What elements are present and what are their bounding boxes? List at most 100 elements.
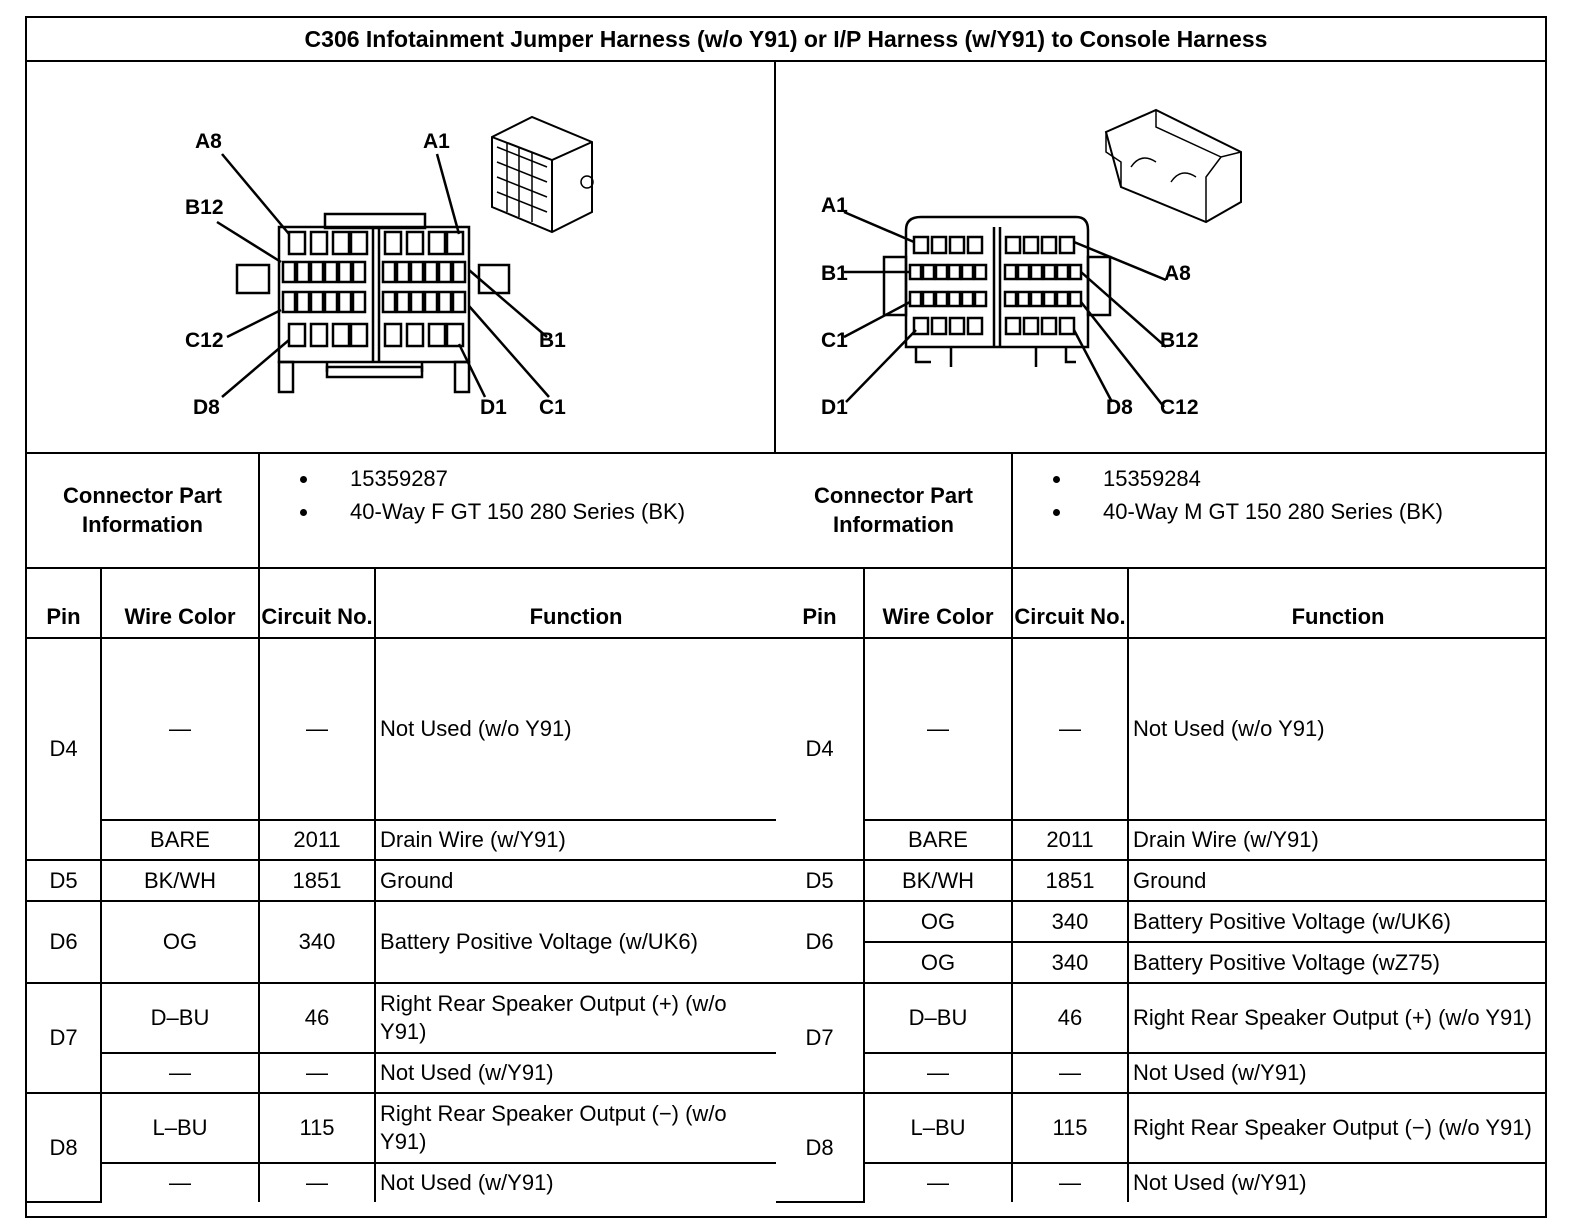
wire-color-cell: BK/WH — [862, 859, 1014, 902]
wire-color-cell: D–BU — [862, 982, 1014, 1054]
part-info-row: Connector Part Information 15359284 40-W… — [776, 452, 1548, 569]
table-row: D4 — — Not Used (w/o Y91) — [27, 637, 777, 861]
table-row: D7 D–BU 46 Right Rear Speaker Output (+)… — [27, 982, 777, 1094]
part-info-row: Connector Part Information 15359287 40-W… — [27, 452, 777, 569]
circuit-cell: — — [1011, 1052, 1130, 1094]
function-cell: Battery Positive Voltage (wZ75) — [1127, 941, 1548, 984]
header-circuit: Circuit No. — [1011, 567, 1130, 639]
part-info-label: Connector Part Information — [27, 452, 261, 569]
function-cell: Drain Wire (w/Y91) — [1127, 819, 1548, 861]
circuit-cell: 115 — [258, 1092, 377, 1164]
circuit-cell: 115 — [1011, 1092, 1130, 1164]
table-row: BARE 2011 Drain Wire (w/Y91) — [27, 819, 777, 861]
table-row: — — Not Used (w/Y91) — [776, 1052, 1548, 1094]
part-description: 40-Way M GT 150 280 Series (BK) — [1073, 495, 1547, 528]
table-row: D8 L–BU 115 Right Rear Speaker Output (−… — [27, 1092, 777, 1203]
part-info-values: 15359287 40-Way F GT 150 280 Series (BK) — [258, 452, 777, 569]
wire-color-cell: — — [864, 1052, 1014, 1094]
wire-color-cell: D–BU — [99, 982, 261, 1054]
wire-color-cell: OG — [99, 900, 261, 984]
part-description: 40-Way F GT 150 280 Series (BK) — [320, 495, 776, 528]
header-row: Pin Wire Color Circuit No. Function — [27, 567, 777, 639]
callout-a8: A8 — [1164, 262, 1191, 285]
circuit-cell: 1851 — [1011, 859, 1130, 902]
wire-color-cell: BARE — [101, 819, 261, 861]
table-row: — — Not Used (w/Y91) — [776, 1162, 1548, 1202]
wire-color-cell: — — [864, 1162, 1014, 1202]
table-row: D6 OG 340 Battery Positive Voltage (w/UK… — [27, 900, 777, 984]
header-row: Pin Wire Color Circuit No. Function — [776, 567, 1548, 639]
callout-b1: B1 — [539, 329, 566, 352]
circuit-cell: — — [1011, 637, 1130, 821]
function-cell: Ground — [1127, 859, 1548, 902]
pin-cell: D7 — [776, 982, 865, 1094]
pin-cell: D4 — [27, 637, 102, 861]
pin-cell: D8 — [27, 1092, 102, 1203]
part-number: 15359287 — [320, 462, 776, 495]
circuit-cell: 46 — [258, 982, 377, 1054]
circuit-cell: — — [258, 637, 377, 821]
callout-c12: C12 — [1160, 396, 1199, 419]
callout-c1: C1 — [539, 396, 566, 419]
function-cell: Right Rear Speaker Output (+) (w/o Y91) — [1127, 982, 1548, 1054]
left-connector-diagram: A8 B12 C12 D8 A1 B1 C1 D1 — [27, 62, 776, 452]
table-row: D6 OG 340 Battery Positive Voltage (w/UK… — [776, 900, 1548, 984]
callout-b12: B12 — [185, 196, 224, 219]
table-row: OG 340 Battery Positive Voltage (wZ75) — [776, 941, 1548, 984]
header-pin: Pin — [776, 567, 865, 639]
header-pin: Pin — [27, 567, 102, 639]
pin-cell: D7 — [27, 982, 102, 1094]
circuit-cell: 46 — [1011, 982, 1130, 1054]
circuit-cell: 340 — [258, 900, 377, 984]
wire-color-cell: L–BU — [862, 1092, 1014, 1164]
function-cell: Right Rear Speaker Output (−) (w/o Y91) — [1127, 1092, 1548, 1164]
function-cell: Not Used (w/Y91) — [374, 1052, 777, 1094]
callout-a1: A1 — [423, 130, 450, 153]
callout-d8: D8 — [1106, 396, 1133, 419]
pin-cell: D5 — [27, 859, 102, 902]
header-circuit: Circuit No. — [258, 567, 377, 639]
pin-cell: D6 — [27, 900, 102, 984]
header-wire-color: Wire Color — [862, 567, 1014, 639]
wire-color-cell: L–BU — [99, 1092, 261, 1164]
callout-b1: B1 — [821, 262, 848, 285]
function-cell: Ground — [374, 859, 777, 902]
callout-d8: D8 — [193, 396, 220, 419]
callout-a1: A1 — [821, 194, 848, 217]
part-info-values: 15359284 40-Way M GT 150 280 Series (BK) — [1011, 452, 1548, 569]
circuit-cell: 1851 — [258, 859, 377, 902]
table-row: — — Not Used (w/Y91) — [27, 1052, 777, 1094]
right-pinout-table: Connector Part Information 15359284 40-W… — [776, 452, 1548, 1203]
table-row: D4 — — Not Used (w/o Y91) — [776, 637, 1548, 861]
header-function: Function — [1127, 567, 1548, 639]
function-cell: Battery Positive Voltage (w/UK6) — [1127, 900, 1548, 943]
right-connector-diagram: A1 B1 C1 D1 A8 B12 C12 D8 — [776, 62, 1547, 452]
wire-color-cell: — — [101, 1162, 261, 1202]
header-function: Function — [374, 567, 777, 639]
circuit-cell: 2011 — [1011, 819, 1130, 861]
table-row: D5 BK/WH 1851 Ground — [27, 859, 777, 902]
circuit-cell: 340 — [1011, 941, 1130, 984]
wire-color-cell: — — [99, 637, 261, 821]
wire-color-cell: BARE — [864, 819, 1014, 861]
male-connector-drawing: A1 B1 C1 D1 A8 B12 C12 D8 — [821, 108, 1242, 419]
function-cell: Not Used (w/Y91) — [1127, 1162, 1548, 1202]
wire-color-cell: OG — [864, 941, 1014, 984]
circuit-cell: — — [258, 1052, 377, 1094]
wire-color-cell: BK/WH — [99, 859, 261, 902]
pin-cell: D5 — [776, 859, 865, 902]
table-row: BARE 2011 Drain Wire (w/Y91) — [776, 819, 1548, 861]
function-cell: Not Used (w/o Y91) — [374, 637, 777, 821]
female-connector-drawing: A8 B12 C12 D8 A1 B1 C1 D1 — [185, 115, 594, 419]
callout-b12: B12 — [1160, 329, 1199, 352]
wire-color-cell: OG — [862, 900, 1014, 943]
callout-d1: D1 — [480, 396, 507, 419]
table-row: — — Not Used (w/Y91) — [27, 1162, 777, 1202]
function-cell: Right Rear Speaker Output (−) (w/o Y91) — [374, 1092, 777, 1164]
left-pinout-table: Connector Part Information 15359287 40-W… — [27, 452, 777, 1203]
function-cell: Drain Wire (w/Y91) — [374, 819, 777, 861]
circuit-cell: — — [258, 1162, 377, 1202]
callout-c12: C12 — [185, 329, 224, 352]
function-cell: Right Rear Speaker Output (+) (w/o Y91) — [374, 982, 777, 1054]
circuit-cell: — — [1011, 1162, 1130, 1202]
